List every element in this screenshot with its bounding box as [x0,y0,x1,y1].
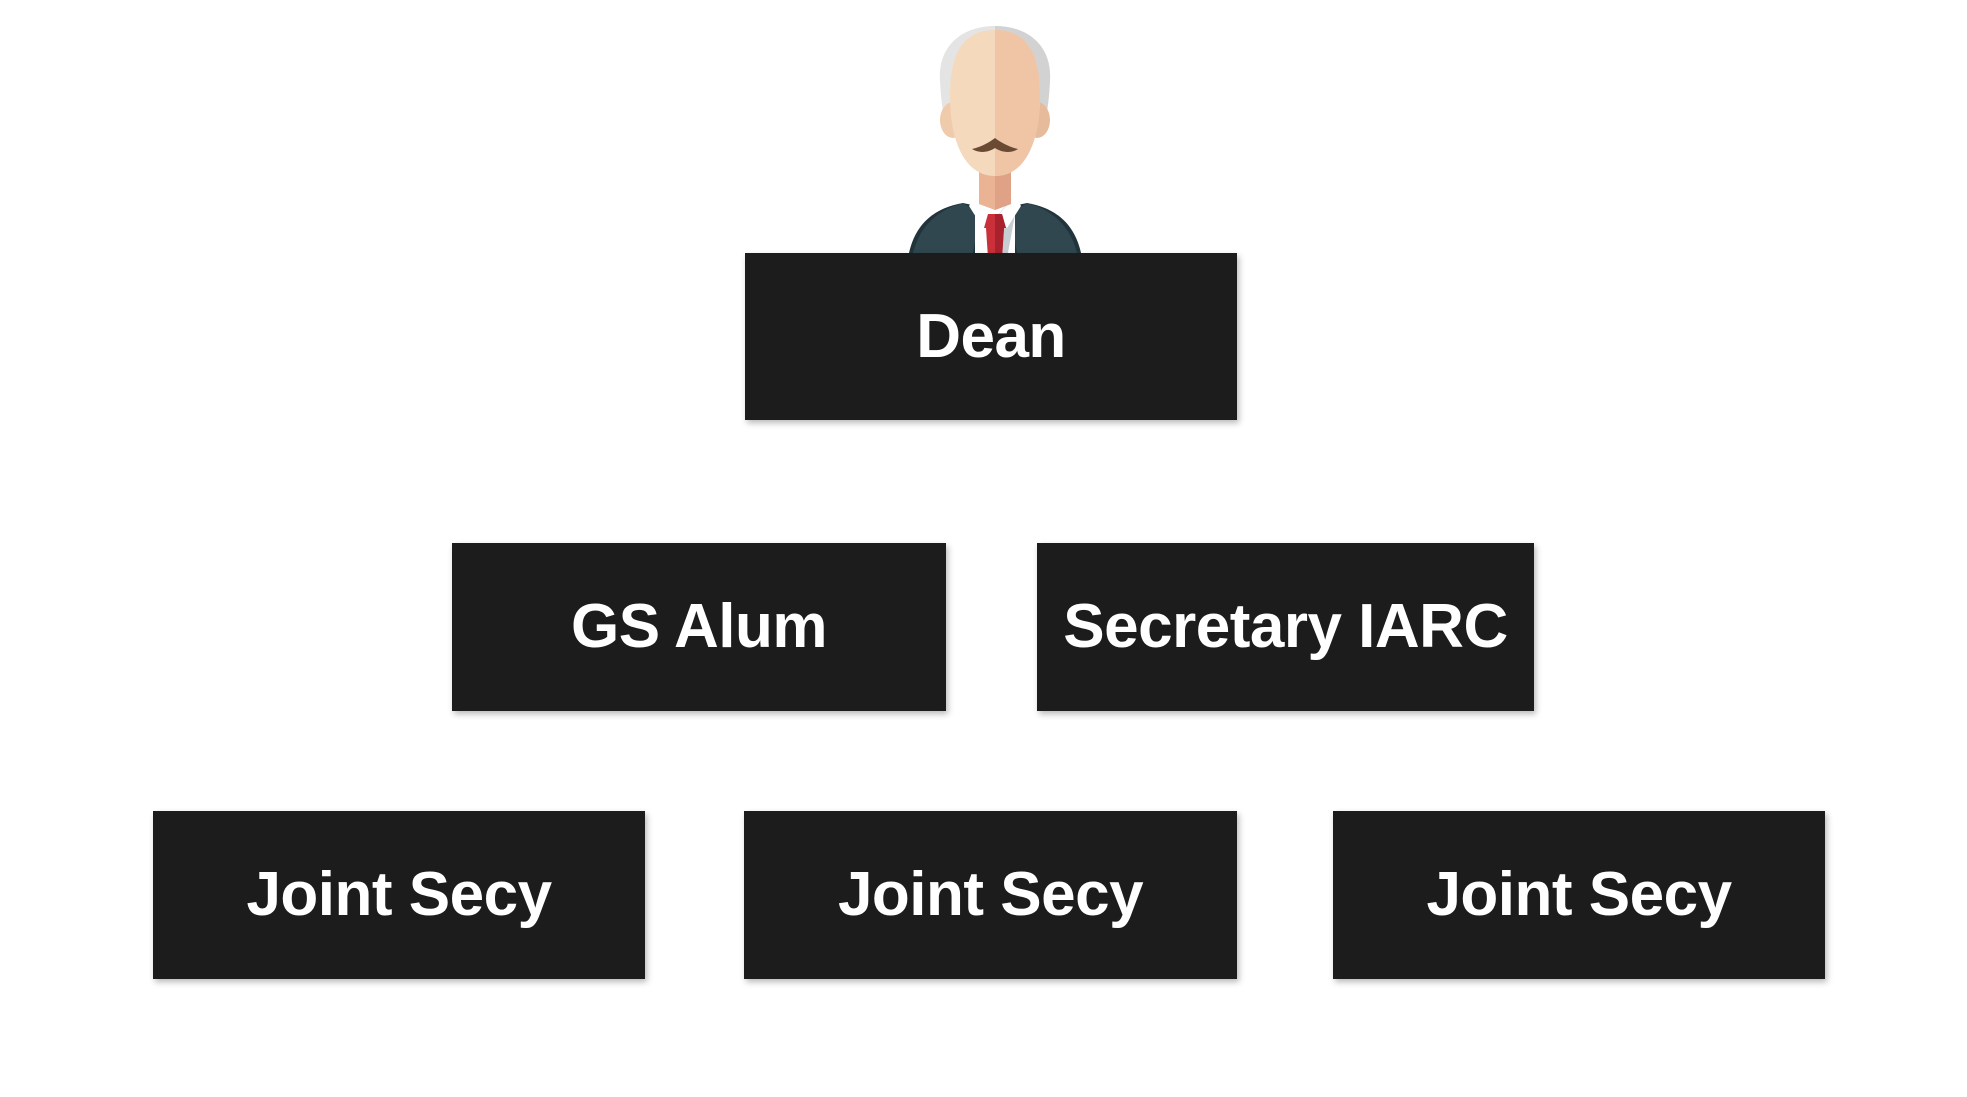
org-node-label: Secretary IARC [1063,592,1508,661]
org-node-label: Joint Secy [1426,860,1732,929]
org-node-joint-secy-2[interactable]: Joint Secy [744,811,1237,979]
suit-shape [908,196,1082,258]
dean-avatar [880,18,1110,258]
neck-shape [979,168,1011,210]
org-node-joint-secy-1[interactable]: Joint Secy [153,811,645,979]
org-node-secretary-iarc[interactable]: Secretary IARC [1037,543,1534,711]
face-shape [950,30,1040,176]
moustache-shape [972,138,1018,152]
org-node-label: GS Alum [570,592,828,661]
org-node-label: Dean [916,301,1066,371]
org-node-dean[interactable]: Dean [745,253,1237,420]
org-node-label: Joint Secy [837,860,1144,929]
org-node-joint-secy-3[interactable]: Joint Secy [1333,811,1825,979]
org-node-label: Joint Secy [246,860,552,929]
org-node-gs-alum[interactable]: GS Alum [452,543,946,711]
